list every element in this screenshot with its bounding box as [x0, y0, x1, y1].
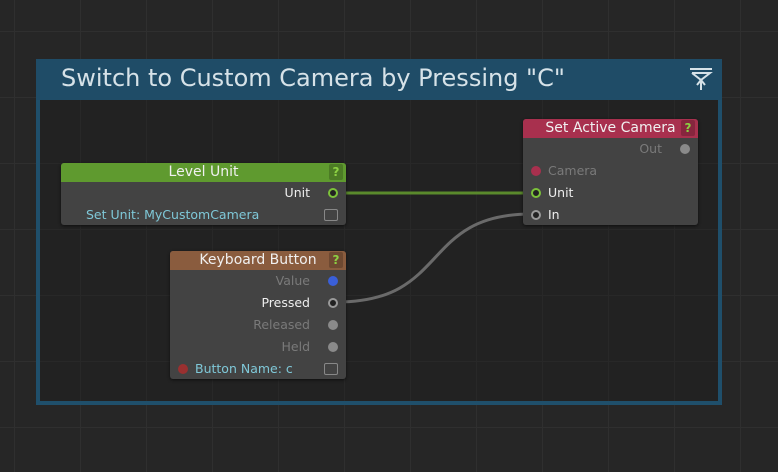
port-label: Out: [639, 141, 662, 156]
input-unit: Unit: [523, 182, 698, 204]
output-released: Released: [170, 314, 346, 336]
port-label: Camera: [548, 163, 598, 178]
group-title: Switch to Custom Camera by Pressing "C": [61, 64, 565, 92]
port-label: Pressed: [261, 295, 310, 310]
output-held: Held: [170, 336, 346, 358]
node-title: Level Unit: [168, 164, 239, 180]
port-label: Value: [275, 273, 310, 288]
output-out: Out: [523, 138, 698, 160]
param-label: Button Name: c: [195, 361, 293, 376]
node-title: Keyboard Button: [199, 252, 317, 268]
output-pressed: Pressed: [170, 292, 346, 314]
node-level-unit[interactable]: Level Unit? Unit Set Unit: MyCustomCamer…: [61, 163, 346, 225]
output-value: Value: [170, 270, 346, 292]
input-pin[interactable]: [531, 166, 541, 176]
input-pin[interactable]: [531, 188, 541, 198]
input-camera: Camera: [523, 160, 698, 182]
output-pin[interactable]: [680, 144, 690, 154]
node-header[interactable]: Keyboard Button?: [170, 251, 346, 270]
output-pin[interactable]: [328, 320, 338, 330]
input-in: In: [523, 204, 698, 226]
output-pin[interactable]: [328, 188, 338, 198]
node-header[interactable]: Level Unit?: [61, 163, 346, 182]
port-label: Unit: [284, 185, 310, 200]
help-button[interactable]: ?: [329, 252, 343, 268]
node-keyboard-button[interactable]: Keyboard Button? Value Pressed Released …: [170, 251, 346, 379]
param-label: Set Unit: MyCustomCamera: [86, 207, 260, 222]
input-pin[interactable]: [531, 210, 541, 220]
port-label: In: [548, 207, 560, 222]
input-pin[interactable]: [178, 364, 188, 374]
port-label: Unit: [548, 185, 574, 200]
help-button[interactable]: ?: [681, 120, 695, 136]
node-header[interactable]: Set Active Camera?: [523, 119, 698, 138]
param-set-unit[interactable]: Set Unit: MyCustomCamera: [61, 204, 346, 226]
help-button[interactable]: ?: [329, 164, 343, 180]
collapse-group-icon[interactable]: [688, 66, 714, 92]
edit-icon[interactable]: [324, 363, 338, 375]
port-label: Held: [281, 339, 311, 354]
output-pin[interactable]: [328, 298, 338, 308]
group-header[interactable]: Switch to Custom Camera by Pressing "C": [36, 59, 722, 100]
output-pin[interactable]: [328, 342, 338, 352]
param-button-name[interactable]: Button Name: c: [170, 358, 346, 380]
node-group: [36, 59, 722, 405]
port-label: Released: [253, 317, 310, 332]
output-pin[interactable]: [328, 276, 338, 286]
node-set-active-camera[interactable]: Set Active Camera? Out Camera Unit In: [523, 119, 698, 225]
edit-icon[interactable]: [324, 209, 338, 221]
output-unit: Unit: [61, 182, 346, 204]
node-title: Set Active Camera: [545, 120, 676, 136]
wire-pressed: [336, 212, 532, 304]
